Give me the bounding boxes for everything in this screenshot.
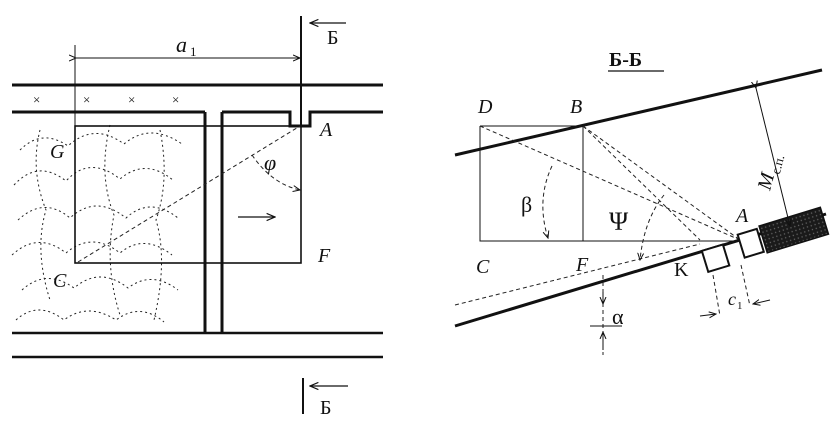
section-rect [479,125,745,242]
projection-line [454,243,701,306]
cross-mark: × [83,92,90,107]
angle-beta-label: β [521,192,532,217]
cross-mark: × [128,92,135,107]
point-c-label: C [476,256,490,278]
dim-c1-label: c [728,289,736,309]
point-a-label: A [734,205,749,227]
roof-line [454,68,823,157]
c1-arrow-left [699,314,716,316]
angle-phi-label: φ [264,150,276,175]
angle-psi-arc [640,194,665,260]
point-f-label: F [317,245,331,267]
dim-m-subscript: c.п. [768,153,787,175]
line-ba [582,125,741,241]
section-mark-top: Б [327,27,338,49]
section-view: Б-Б [454,49,830,355]
dim-a1-subscript: 1 [190,44,197,59]
point-k-label: K [674,259,689,281]
dim-c1-subscript: 1 [737,300,743,312]
element-a [736,227,766,259]
caved-zone [11,124,183,323]
point-f-label: F [575,254,589,276]
support-crosses: × × × × [33,92,179,107]
section-title: Б-Б [609,49,642,71]
c1-arrow-right [753,300,771,304]
point-c-label: C [53,270,67,292]
diagonal-ca [77,125,301,263]
point-d-label: D [477,96,493,118]
angle-psi-label: Ψ [609,207,629,236]
dim-m-line [756,88,790,226]
c1-ext-left [712,274,721,317]
element-k [700,243,731,274]
point-b-label: B [570,96,582,118]
line-bk [582,125,701,241]
dim-m-label-group: M c.п. [753,153,787,193]
angle-alpha-label: α [612,304,624,329]
seam-block [758,206,830,254]
angle-phi-arc [251,154,300,190]
cross-mark: × [33,92,40,107]
section-mark-bottom: Б [320,397,331,419]
plan-view: × × × × a [11,16,383,419]
dim-a1-label: a [176,32,187,57]
cross-mark: × [172,92,179,107]
chute-walls [203,112,224,333]
equipment [700,206,830,274]
point-g-label: G [50,141,65,163]
point-a-label: A [318,119,333,141]
angle-beta-arc [542,165,553,238]
line-da [479,125,741,241]
block-outline [74,125,302,264]
